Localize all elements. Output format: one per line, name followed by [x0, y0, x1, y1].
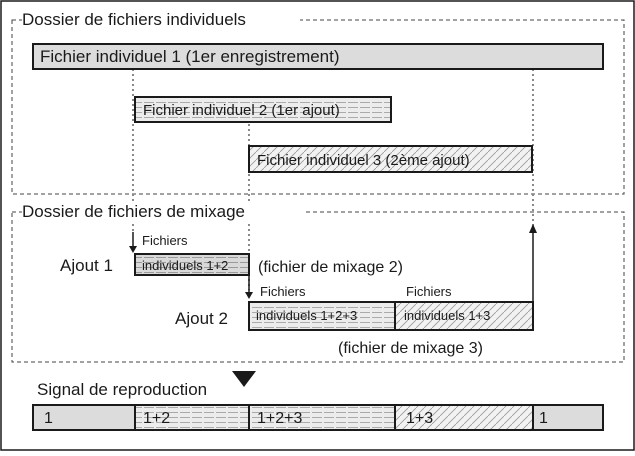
playback-segment-5 — [532, 404, 604, 431]
mix2-box-b — [394, 301, 534, 331]
mixing-files-folder: Dossier de fichiers de mixage — [11, 202, 625, 363]
playback-segment-1-label: 1 — [44, 410, 53, 427]
mix1-caption: (fichier de mixage 2) — [258, 259, 403, 276]
file-individual-3: Fichier individuel 3 (2ème ajout) — [248, 145, 533, 173]
arrow-into-mix1-head — [129, 246, 137, 253]
mix-step-1: Fichiers Ajout 1 individuels 1+2 (fichie… — [60, 233, 403, 276]
mixing-folder-label: Dossier de fichiers de mixage — [22, 202, 245, 221]
file-individual-1: Fichier individuel 1 (1er enregistrement… — [32, 43, 604, 70]
playback-segment-5-label: 1 — [539, 410, 548, 427]
arrow-into-mix2-head — [245, 292, 253, 299]
file3-label: Fichier individuel 3 (2ème ajout) — [257, 152, 470, 169]
individual-folder-label: Dossier de fichiers individuels — [22, 10, 246, 29]
file3-box — [248, 145, 533, 173]
individual-folder-label-bg — [22, 10, 300, 30]
file-individual-2: Fichier individuel 2 (1er ajout) — [134, 96, 392, 123]
mix1-step-label: Ajout 1 — [60, 256, 113, 275]
flow-arrows — [129, 224, 537, 301]
mixing-folder-border — [11, 211, 625, 363]
mix2-caption: (fichier de mixage 3) — [338, 340, 483, 357]
playback-label: Signal de reproduction — [37, 380, 207, 399]
playback-segment-3 — [248, 404, 396, 431]
individual-folder-border — [11, 19, 625, 195]
file1-box — [32, 43, 604, 70]
playback-segment-4 — [394, 404, 534, 431]
mix2-step-label: Ajout 2 — [175, 309, 228, 328]
mix1-top-label: Fichiers — [142, 233, 188, 248]
individual-files-folder: Dossier de fichiers individuels — [11, 10, 625, 195]
arrow-out-mix-head — [529, 224, 537, 233]
mix-step-2: Fichiers Fichiers Ajout 2 individuels 1+… — [175, 284, 534, 357]
file2-label: Fichier individuel 2 (1er ajout) — [143, 102, 340, 119]
playback-down-arrow — [232, 371, 256, 387]
playback-signal: Signal de reproduction 1 1+2 1+2+3 1+3 1 — [32, 371, 604, 431]
playback-segment-4-label: 1+3 — [406, 410, 433, 427]
mix1-box-label: individuels 1+2 — [142, 258, 228, 273]
file2-box — [134, 96, 392, 123]
playback-segment-1 — [32, 404, 136, 431]
playback-segment-3-label: 1+2+3 — [257, 410, 302, 427]
mix2-box-label-b: individuels 1+3 — [404, 308, 490, 323]
mix2-box-label-a: individuels 1+2+3 — [256, 308, 357, 323]
file1-label: Fichier individuel 1 (1er enregistrement… — [40, 47, 340, 66]
mix2-box-a — [248, 301, 396, 331]
mixing-folder-label-bg — [22, 202, 304, 222]
mix2-top-label-a: Fichiers — [260, 284, 306, 299]
mix2-top-label-b: Fichiers — [406, 284, 452, 299]
playback-segment-2 — [134, 404, 250, 431]
mix1-box — [134, 253, 250, 276]
playback-segment-2-label: 1+2 — [143, 410, 170, 427]
